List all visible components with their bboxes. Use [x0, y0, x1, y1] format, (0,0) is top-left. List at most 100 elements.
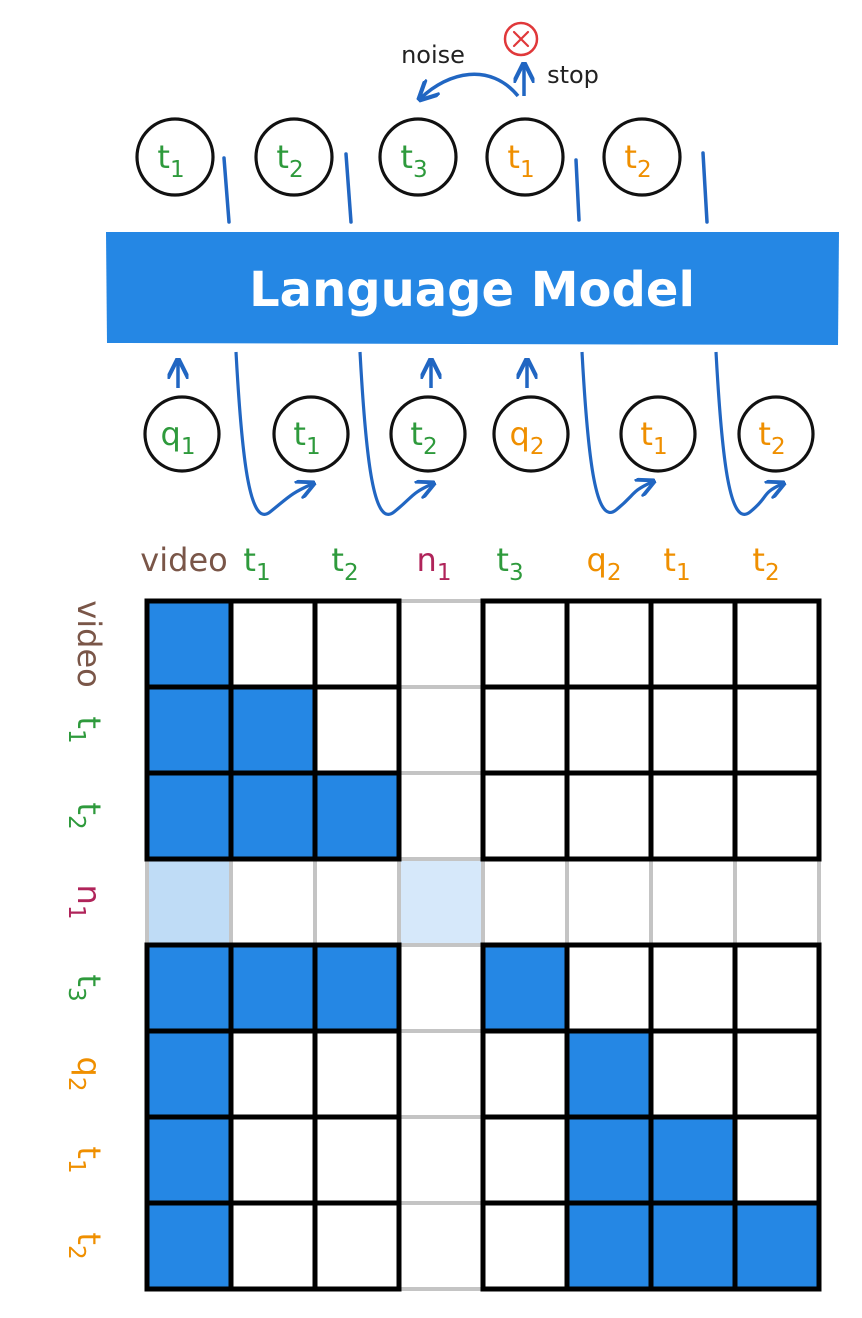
- input-token-label-base: t: [410, 415, 423, 453]
- matrix-cell-r2-c8: [732, 684, 822, 776]
- matrix-col-label-3-base: t: [331, 541, 344, 579]
- matrix-col-label-3: t2: [331, 541, 358, 586]
- matrix-row-label-5-base: t: [70, 974, 108, 987]
- input-token-2: t1: [272, 395, 350, 473]
- matrix-row-label-group-3: t2: [63, 802, 108, 829]
- matrix-cell-r6-c1: [144, 1028, 234, 1120]
- matrix-cell-r8-c5: [480, 1200, 570, 1292]
- matrix-cell-r3-c6: [564, 770, 654, 862]
- matrix-cell-r7-c5: [480, 1114, 570, 1206]
- output-connector-2: [344, 152, 353, 224]
- matrix-cell-r8-c8: [732, 1200, 822, 1292]
- matrix-cell-r5-c6: [564, 942, 654, 1034]
- matrix-row-label-3-base: t: [70, 802, 108, 815]
- input-token-label: t1: [640, 415, 667, 460]
- matrix-cell-r5-c4: [397, 943, 485, 1033]
- matrix-cell-r2-c7: [648, 684, 738, 776]
- language-model-label: Language Model: [249, 262, 695, 318]
- output-token-label-base: t: [400, 138, 413, 176]
- output-token-label-subscript: 1: [520, 157, 535, 183]
- matrix-cell-r4-c5: [481, 857, 569, 947]
- matrix-cell-r7-c6: [564, 1114, 654, 1206]
- matrix-col-label-8-base: t: [752, 541, 765, 579]
- input-token-circle: [737, 395, 815, 473]
- matrix-cell-r6-c6: [564, 1028, 654, 1120]
- matrix-col-label-2-base: t: [243, 541, 256, 579]
- matrix-cell-r6-c8: [732, 1028, 822, 1120]
- matrix-cell-r7-c4: [397, 1115, 485, 1205]
- matrix-col-label-5-base: t: [496, 541, 509, 579]
- matrix-cell-r7-c1: [144, 1114, 234, 1206]
- output-token-5: t2: [602, 117, 682, 197]
- matrix-col-label-4: n1: [417, 541, 452, 586]
- input-token-1: q1: [143, 395, 221, 473]
- output-connector-3: [574, 158, 581, 222]
- matrix-row-label-5: t3: [63, 974, 108, 1001]
- matrix-row-label-6-subscript: 2: [63, 1077, 89, 1092]
- output-token-label: t2: [624, 138, 651, 183]
- output-token-1: t1: [135, 117, 215, 197]
- matrix-row-label-2-base: t: [70, 716, 108, 729]
- matrix-cell-r3-c1: [144, 770, 234, 862]
- feedback-arrow-2: [358, 351, 432, 516]
- matrix-row-label-8-subscript: 2: [63, 1245, 89, 1260]
- matrix-col-label-4-base: n: [417, 541, 437, 579]
- matrix-cell-r3-c2: [228, 770, 318, 862]
- matrix-cell-r1-c3: [312, 598, 402, 690]
- matrix-cell-r8-c4: [397, 1201, 485, 1291]
- matrix-cell-r5-c2: [228, 942, 318, 1034]
- output-token-circle: [602, 117, 682, 197]
- output-token-circle: [485, 117, 565, 197]
- matrix-cell-r7-c7: [648, 1114, 738, 1206]
- matrix-cell-r1-c1: [144, 598, 234, 690]
- input-token-circle: [272, 395, 350, 473]
- matrix-cell-border-r8-c8: [732, 1200, 822, 1292]
- input-token-5: t1: [619, 395, 697, 473]
- output-connector-1: [222, 156, 231, 224]
- matrix-row-label-3-subscript: 2: [63, 815, 89, 830]
- matrix-cell-r4-c6: [565, 857, 653, 947]
- input-token-label: q1: [161, 415, 196, 460]
- matrix-row-label-6: q2: [63, 1057, 108, 1092]
- input-token-label-base: t: [293, 415, 306, 453]
- input-token-label-subscript: 1: [306, 434, 321, 460]
- matrix-cell-r4-c2: [229, 857, 317, 947]
- matrix-cell-border-r8-c3: [312, 1200, 402, 1292]
- matrix-row-label-5-subscript: 3: [63, 987, 89, 1002]
- input-token-label-subscript: 1: [181, 434, 196, 460]
- matrix-row-label-group-8: t2: [63, 1232, 108, 1259]
- output-token-label-base: t: [276, 138, 289, 176]
- input-token-label-base: t: [758, 415, 771, 453]
- input-token-label-base: q: [510, 415, 530, 453]
- output-token-label-base: t: [624, 138, 637, 176]
- input-token-6: t2: [737, 395, 815, 473]
- matrix-col-label-7-base: t: [663, 541, 676, 579]
- output-token-4: t1: [485, 117, 565, 197]
- output-connector-4: [701, 151, 709, 224]
- matrix-row-label-7-subscript: 1: [63, 1159, 89, 1174]
- input-token-label: q2: [510, 415, 545, 460]
- matrix-cell-border-r3-c3: [312, 770, 402, 862]
- matrix-cell-r4-c7: [649, 857, 737, 947]
- matrix-row-label-3: t2: [63, 802, 108, 829]
- matrix-cell-r8-c3: [312, 1200, 402, 1292]
- matrix-cell-r1-c7: [648, 598, 738, 690]
- matrix-cell-r3-c8: [732, 770, 822, 862]
- output-token-label-base: t: [157, 138, 170, 176]
- close-circle-icon: [503, 21, 539, 57]
- input-token-label: t2: [758, 415, 785, 460]
- matrix-row-label-4-subscript: 1: [63, 905, 89, 920]
- feedback-arrow-1: [234, 351, 312, 516]
- input-token-label-subscript: 2: [530, 434, 545, 460]
- matrix-row-label-group-6: q2: [63, 1057, 108, 1092]
- matrix-cell-r5-c7: [648, 942, 738, 1034]
- language-model-block: Language Model: [106, 232, 839, 345]
- output-token-label-subscript: 1: [170, 157, 185, 183]
- feedback-arrow-4: [714, 351, 782, 516]
- matrix-col-label-2-subscript: 1: [256, 560, 271, 586]
- output-token-label: t2: [276, 138, 303, 183]
- matrix-col-label-1: video: [140, 541, 227, 579]
- input-token-circle: [492, 395, 570, 473]
